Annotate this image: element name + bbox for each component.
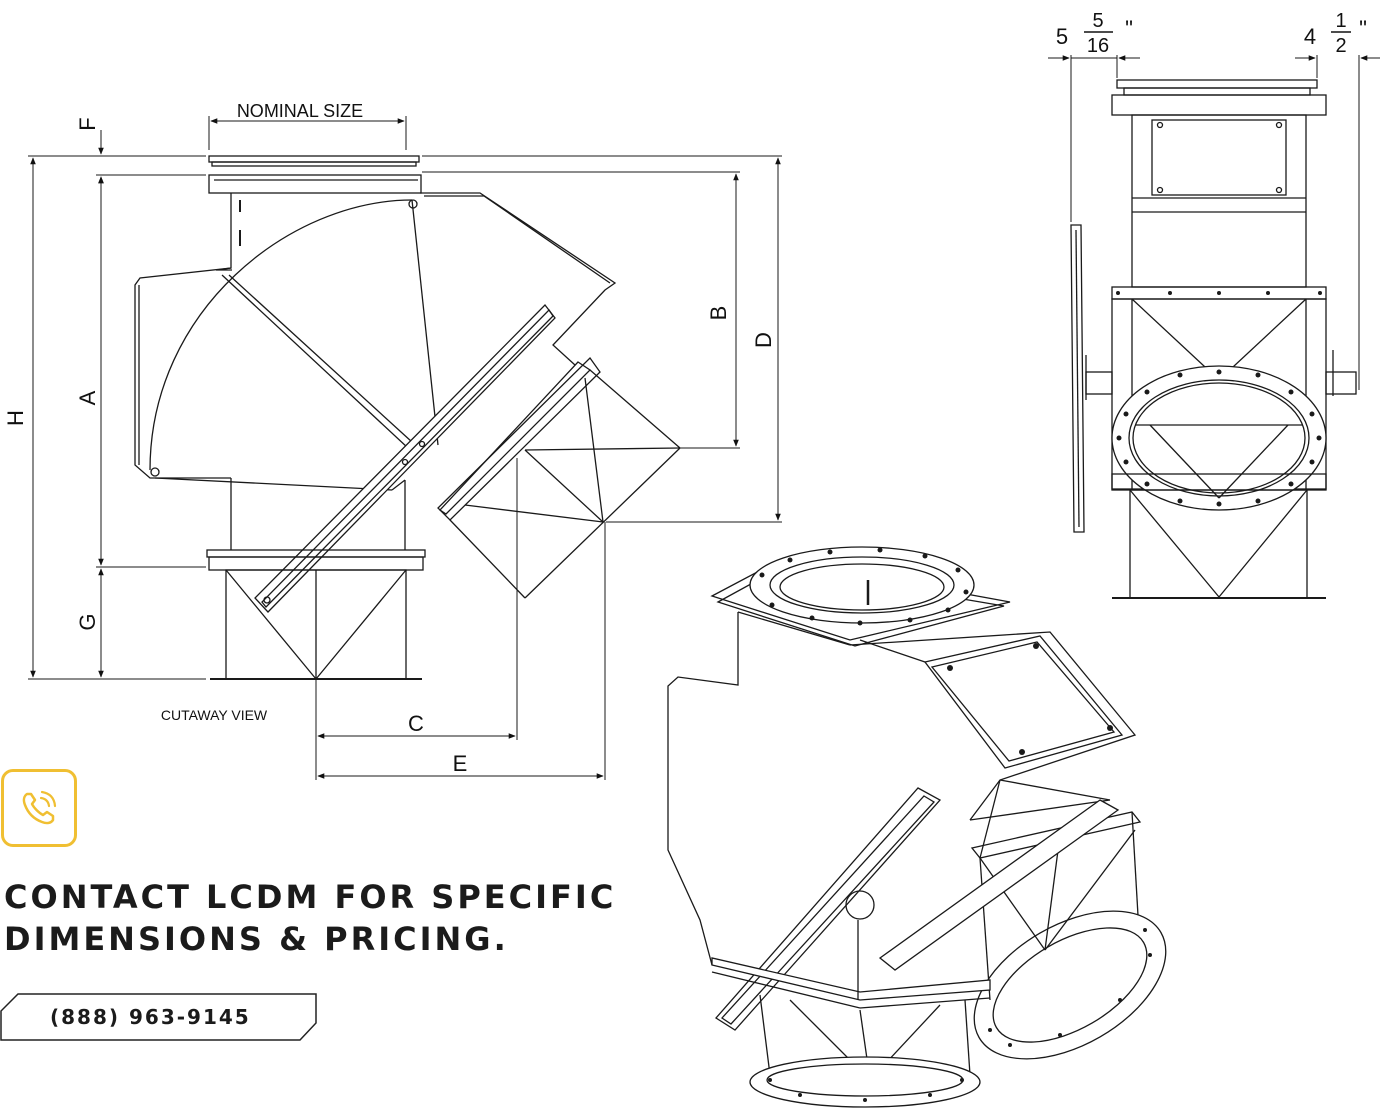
contact-heading: CONTACT LCDM FOR SPECIFIC DIMENSIONS & P… <box>4 876 616 960</box>
side-dim-right-numerator: 1 <box>1335 10 1346 32</box>
contact-heading-line2: DIMENSIONS & PRICING. <box>4 920 509 958</box>
cutaway-view <box>134 155 681 680</box>
dim-h-label: H <box>3 410 28 426</box>
phone-box-outline <box>0 993 317 1041</box>
side-dim-left-numerator: 5 <box>1092 10 1103 32</box>
isometric-bolts <box>759 547 1152 1102</box>
dimension-lines <box>28 116 782 780</box>
phone-glyph-icon <box>22 790 57 825</box>
side-dim-right-whole: 4 <box>1304 24 1316 49</box>
phone-number: (888) 963-9145 <box>50 1005 251 1029</box>
isometric-view <box>667 546 1167 1108</box>
side-dim-left-unit: " <box>1125 16 1133 41</box>
dim-c-label: C <box>408 711 424 736</box>
nominal-size-label: NOMINAL SIZE <box>237 101 363 121</box>
side-dim-right-unit: " <box>1359 16 1367 41</box>
dim-f-label: F <box>75 117 100 130</box>
dim-e-label: E <box>453 751 468 776</box>
side-dim-left-denominator: 16 <box>1087 35 1109 57</box>
side-dim-left-whole: 5 <box>1056 24 1068 49</box>
side-view <box>1070 79 1357 599</box>
dim-b-label: B <box>706 306 731 321</box>
phone-number-button[interactable]: (888) 963-9145 <box>0 993 318 1041</box>
dim-g-label: G <box>75 613 100 630</box>
side-view-bolts <box>1116 291 1322 507</box>
phone-ringing-icon[interactable] <box>1 769 77 847</box>
dim-a-label: A <box>75 390 100 405</box>
side-dim-right-denominator: 2 <box>1335 35 1346 57</box>
dim-d-label: D <box>751 332 776 348</box>
cutaway-view-label: CUTAWAY VIEW <box>161 707 268 723</box>
side-view-dimensions <box>1048 55 1380 390</box>
contact-heading-line1: CONTACT LCDM FOR SPECIFIC <box>4 878 617 916</box>
